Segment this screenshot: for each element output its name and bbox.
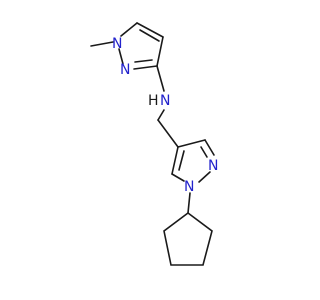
bond-nh-ch2 (157, 109, 165, 121)
bond-c5-c4-inner (139, 29, 160, 42)
bond-n1-c5 (120, 22, 138, 37)
atom-amine-n: N (160, 93, 170, 109)
bond-c4b-c3b (177, 139, 206, 148)
bond-c5b-c4b (171, 146, 179, 175)
bond-c5-c4 (136, 22, 164, 38)
atom-n2-cyclopentyl-pyrazole: N (208, 158, 218, 174)
bond-n2-n1 (118, 48, 124, 65)
bond-methyl-n1 (90, 41, 114, 47)
bond-c3-nh (156, 65, 165, 92)
bond-c3-n2 (133, 65, 158, 70)
atom-n1-methyl-pyrazole: N (112, 36, 122, 52)
bond-n2b-n1b (198, 171, 211, 183)
atom-n1-cyclopentyl-pyrazole: N (184, 179, 194, 195)
bond-c3b-n2b-inner (200, 146, 208, 158)
bond-n1b-c5b (171, 173, 185, 182)
bond-c3-n2-inner (134, 59, 153, 63)
molecule-structure: N N N H N N (90, 22, 218, 266)
bond-ch2-c4b (157, 119, 179, 148)
atom-amine-h: H (148, 93, 159, 109)
bond-c4-c3 (156, 36, 164, 67)
cyclopentyl-ring (163, 212, 213, 266)
bond-c5b-c4b-inner (178, 150, 185, 171)
atom-n2-methyl-pyrazole: N (120, 62, 130, 78)
bond-c3b-n2b (204, 139, 215, 156)
bond-n1b-cyclopentyl (187, 192, 191, 214)
